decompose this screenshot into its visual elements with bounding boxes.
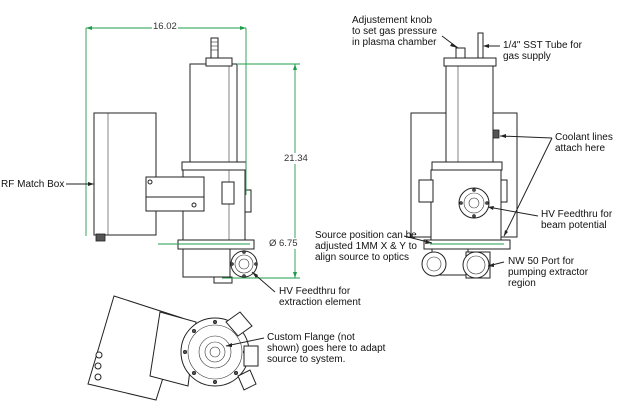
side-chamber-shape (445, 63, 494, 163)
adjustment-knob-label: Adjustement knob to set gas pressure in … (352, 15, 438, 48)
bottom-view (87, 295, 259, 401)
rf-match-box-label: RF Match Box (1, 179, 65, 190)
plasma-chamber-shape (189, 63, 238, 163)
custom-flange-label: Custom Flange (not shown) goes here to a… (267, 332, 386, 365)
coolant-lines-label: Coolant lines attach here (555, 132, 613, 154)
front-view (93, 37, 258, 284)
source-position-label: Source position can be adjusted 1MM X & … (315, 230, 417, 263)
hv-feedthru-beam-label: HV Feedthru for beam potential (541, 209, 613, 231)
rf-match-box-shape (93, 112, 157, 236)
width-dimension-label: 16.02 (152, 21, 178, 32)
knob-shape (210, 37, 219, 59)
sst-tube-label: 1/4" SST Tube for gas supply (503, 40, 582, 62)
leader-lines (66, 35, 553, 347)
hv-feedthru-shape (458, 187, 490, 219)
nw50-port-label: NW 50 Port for pumping extractor region (508, 256, 589, 289)
diameter-dimension-label: Ø 6.75 (268, 238, 299, 249)
hv-feedthru-extraction-label: HV Feedthru for extraction element (279, 286, 361, 308)
height-dimension-label: 21.34 (283, 153, 309, 164)
side-view (410, 32, 518, 279)
sst-tube-shape (477, 32, 484, 59)
base-flange-shape (177, 239, 255, 250)
